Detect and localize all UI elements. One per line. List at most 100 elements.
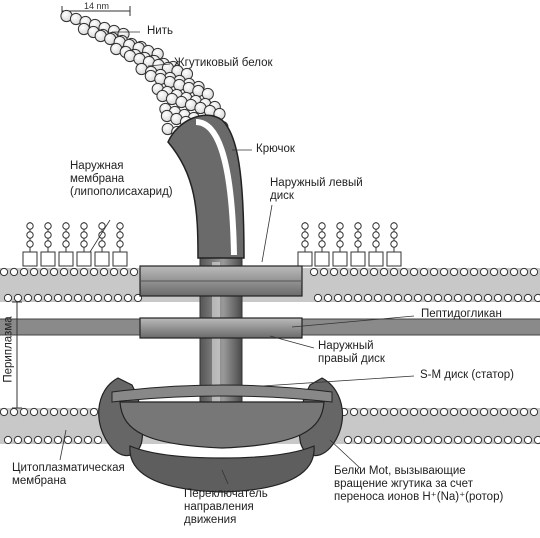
membrane-head: [479, 267, 489, 277]
membrane-head: [89, 267, 99, 277]
membrane-head: [463, 435, 473, 445]
periplasm-bracket: [12, 301, 22, 409]
lps-sugar: [301, 222, 309, 230]
membrane-head: [443, 435, 453, 445]
membrane-head: [0, 267, 9, 277]
membrane-head: [333, 293, 343, 303]
membrane-head: [519, 407, 529, 417]
membrane-head: [59, 267, 69, 277]
membrane-head: [3, 293, 13, 303]
membrane-head: [69, 267, 79, 277]
lps-sugar: [44, 240, 52, 248]
membrane-head: [99, 267, 109, 277]
membrane-head: [49, 407, 59, 417]
membrane-head: [363, 293, 373, 303]
membrane-head: [453, 293, 463, 303]
membrane-head: [453, 435, 463, 445]
membrane-head: [383, 293, 393, 303]
membrane-head: [43, 293, 53, 303]
membrane-head: [13, 293, 23, 303]
membrane-head: [533, 435, 540, 445]
membrane-head: [483, 293, 493, 303]
membrane-head: [33, 435, 43, 445]
membrane-head: [413, 435, 423, 445]
lps-sugar: [98, 240, 106, 248]
membrane-head: [39, 407, 49, 417]
membrane-head: [9, 267, 19, 277]
membrane-head: [119, 267, 129, 277]
lps-sugar: [301, 240, 309, 248]
membrane-head: [353, 435, 363, 445]
membrane-head: [529, 267, 539, 277]
membrane-head: [459, 407, 469, 417]
lps-sugar: [80, 222, 88, 230]
membrane-head: [463, 293, 473, 303]
lps-sugar: [354, 240, 362, 248]
membrane-head: [349, 267, 359, 277]
lps-sugar: [354, 231, 362, 239]
label-p-ring: Наружный правый диск: [318, 340, 385, 365]
membrane-head: [323, 293, 333, 303]
membrane-head: [513, 435, 523, 445]
lps-sugar: [116, 240, 124, 248]
membrane-head: [379, 267, 389, 277]
membrane-head: [63, 293, 73, 303]
membrane-head: [399, 267, 409, 277]
membrane-head: [79, 267, 89, 277]
lps-sugar: [318, 231, 326, 239]
lps-sugar: [98, 222, 106, 230]
membrane-head: [433, 293, 443, 303]
membrane-head: [9, 407, 19, 417]
lps-sugar: [372, 231, 380, 239]
membrane-head: [329, 267, 339, 277]
membrane-head: [523, 293, 533, 303]
membrane-head: [83, 293, 93, 303]
membrane-head: [509, 267, 519, 277]
filament-subunit: [201, 87, 214, 101]
membrane-head: [433, 435, 443, 445]
membrane-head: [363, 435, 373, 445]
membrane-head: [503, 293, 513, 303]
membrane-head: [449, 407, 459, 417]
membrane-head: [423, 435, 433, 445]
lps-box: [58, 251, 74, 267]
label-l-ring: Наружный левый диск: [270, 177, 363, 202]
label-cytoplasmic-membrane: Цитоплазматическая мембрана: [12, 462, 125, 487]
membrane-head: [69, 407, 79, 417]
membrane-head: [19, 267, 29, 277]
scale-bar-text: 14 nm: [84, 1, 109, 11]
membrane-head: [493, 293, 503, 303]
membrane-head: [503, 435, 513, 445]
lps-box: [297, 251, 313, 267]
lps-sugar: [318, 222, 326, 230]
membrane-head: [409, 407, 419, 417]
membrane-head: [39, 267, 49, 277]
lps-box: [368, 251, 384, 267]
membrane-head: [493, 435, 503, 445]
membrane-head: [103, 293, 113, 303]
membrane-head: [473, 435, 483, 445]
lps-box: [332, 251, 348, 267]
membrane-head: [79, 407, 89, 417]
membrane-head: [313, 293, 323, 303]
lps-sugar: [62, 231, 70, 239]
membrane-head: [429, 407, 439, 417]
membrane-head: [393, 293, 403, 303]
lps-sugar: [390, 222, 398, 230]
label-switch: Переключатель направления движения: [184, 488, 268, 526]
lps-sugar: [301, 231, 309, 239]
membrane-head: [73, 293, 83, 303]
lps-sugar: [98, 231, 106, 239]
membrane-head: [389, 267, 399, 277]
membrane-head: [319, 267, 329, 277]
sm-ring-top: [111, 384, 333, 403]
membrane-head: [419, 267, 429, 277]
lps-box: [22, 251, 38, 267]
label-outer-membrane: Наружная мембрана (липополисахарид): [70, 160, 173, 198]
membrane-head: [3, 435, 13, 445]
membrane-head: [93, 293, 103, 303]
membrane-head: [513, 293, 523, 303]
lps-box: [40, 251, 56, 267]
